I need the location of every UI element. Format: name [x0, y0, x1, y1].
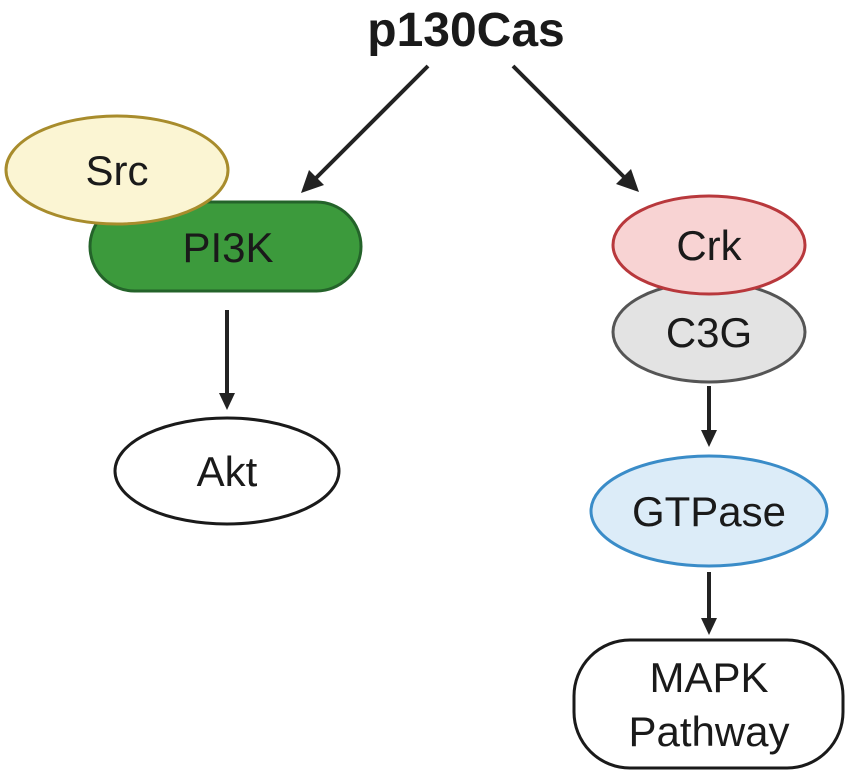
mapk-shape — [572, 638, 845, 770]
c3g-label: C3G — [666, 309, 752, 356]
gtpase-shape — [589, 454, 829, 568]
mapk-label-line2: Pathway — [628, 708, 789, 755]
arrow-p130cas-to-pi3k — [301, 64, 430, 193]
arrow-p130cas-to-crk — [511, 64, 639, 192]
node-c3g: C3G — [611, 280, 807, 384]
akt-shape — [113, 416, 341, 526]
arrow-pi3k-to-akt — [219, 310, 235, 410]
akt-label: Akt — [197, 448, 258, 495]
node-pi3k: PI3K — [88, 200, 363, 293]
gtpase-label: GTPase — [632, 488, 786, 535]
diagram-title: p130Cas — [367, 4, 564, 57]
src-label: Src — [86, 147, 149, 194]
pi3k-shape — [88, 200, 363, 293]
node-src: Src — [4, 114, 230, 226]
node-crk: Crk — [611, 194, 807, 296]
node-gtpase: GTPase — [589, 454, 829, 568]
crk-shape — [611, 194, 807, 296]
arrow-c3g-to-gtpase — [701, 386, 717, 447]
arrow-gtpase-to-mapk — [701, 572, 717, 635]
src-shape — [4, 114, 230, 226]
node-mapk-pathway: MAPK Pathway — [572, 638, 845, 770]
mapk-label-line1: MAPK — [649, 654, 768, 701]
node-akt: Akt — [113, 416, 341, 526]
crk-label: Crk — [676, 222, 742, 269]
pi3k-label: PI3K — [182, 224, 273, 271]
